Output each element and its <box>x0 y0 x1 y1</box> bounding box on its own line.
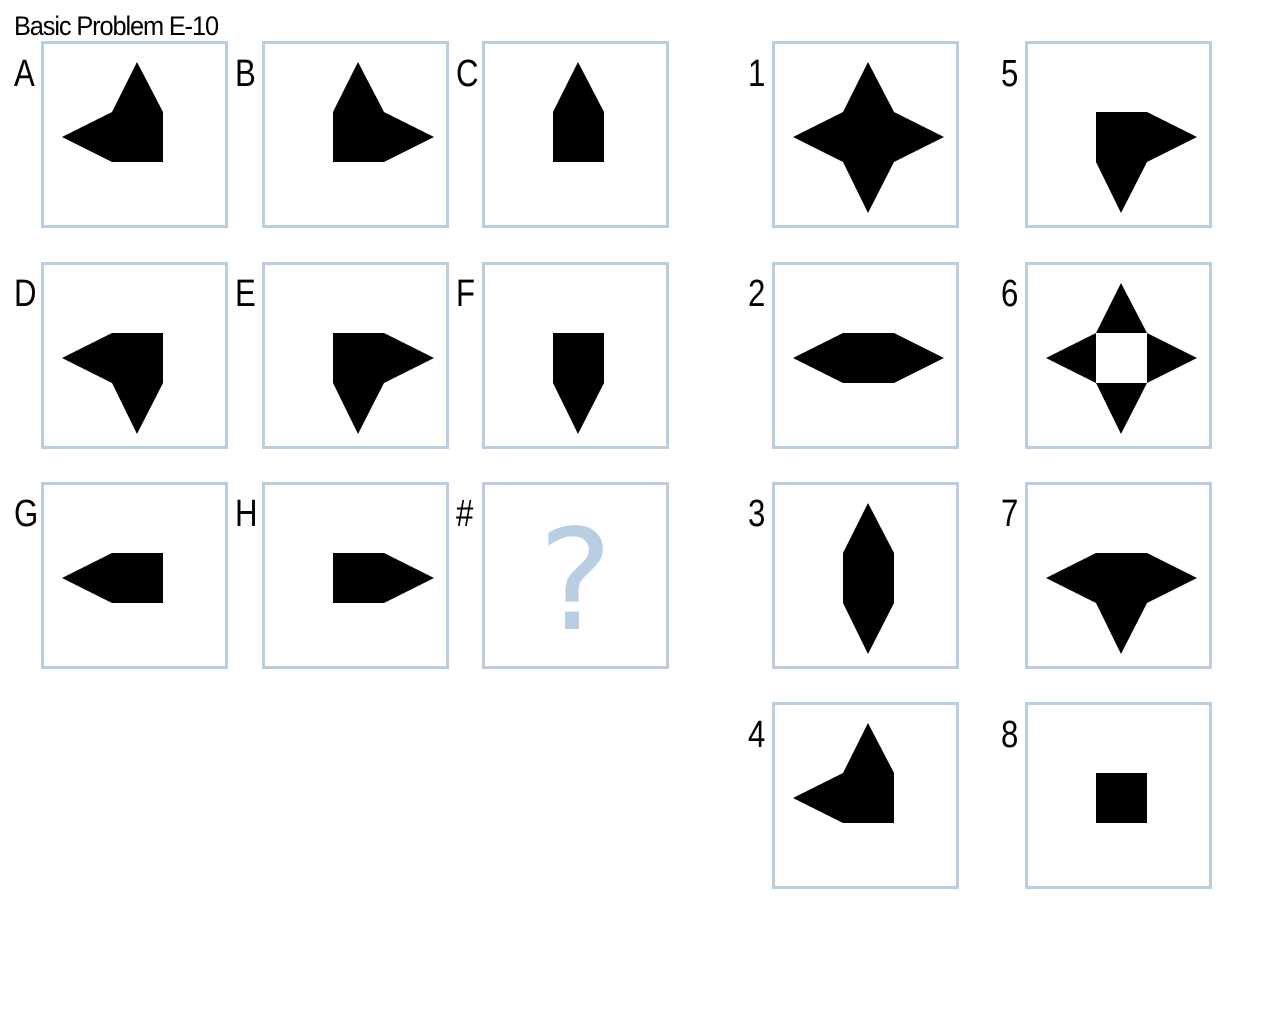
tip-down-icon <box>553 333 604 434</box>
answer-label-1: 1 <box>748 53 766 95</box>
tip-up-left-icon <box>62 62 163 162</box>
answer-label-6: 6 <box>1001 273 1019 315</box>
answer-option-3[interactable] <box>772 482 959 669</box>
matrix-cell-b[interactable] <box>262 41 449 228</box>
tip-down-left-icon <box>62 333 163 434</box>
matrix-label-a: A <box>14 53 35 95</box>
matrix-label-f: F <box>456 273 476 315</box>
tip-up-icon <box>553 62 604 162</box>
hollow-four-point-star-icon <box>1046 283 1197 434</box>
page-title: Basic Problem E-10 <box>14 11 219 41</box>
tip-down-left-right-icon <box>1046 553 1197 654</box>
tip-down-right-icon <box>333 333 434 434</box>
tip-right-icon <box>333 553 434 603</box>
answer-label-3: 3 <box>748 493 766 535</box>
tip-up-right-icon <box>333 62 434 162</box>
answer-label-7: 7 <box>1001 493 1019 535</box>
matrix-cell-missing[interactable]: ? <box>482 482 669 669</box>
matrix-cell-a[interactable] <box>41 41 228 228</box>
vertical-hexagon-icon <box>843 503 894 654</box>
answer-label-8: 8 <box>1001 714 1019 756</box>
matrix-label-h: H <box>235 493 258 535</box>
answer-option-4[interactable] <box>772 702 959 889</box>
answer-option-6[interactable] <box>1025 262 1212 449</box>
answer-label-5: 5 <box>1001 53 1019 95</box>
answer-option-1[interactable] <box>772 41 959 228</box>
matrix-cell-e[interactable] <box>262 262 449 449</box>
matrix-cell-h[interactable] <box>262 482 449 669</box>
matrix-label-missing: # <box>456 493 474 535</box>
answer-option-2[interactable] <box>772 262 959 449</box>
horizontal-hexagon-icon <box>793 333 944 383</box>
matrix-label-b: B <box>235 53 256 95</box>
tip-down-right-icon <box>1096 112 1197 213</box>
matrix-cell-c[interactable] <box>482 41 669 228</box>
answer-label-2: 2 <box>748 273 766 315</box>
matrix-cell-f[interactable] <box>482 262 669 449</box>
matrix-label-g: G <box>14 493 39 535</box>
matrix-label-c: C <box>456 53 479 95</box>
matrix-cell-d[interactable] <box>41 262 228 449</box>
square-icon <box>1096 773 1147 823</box>
answer-option-8[interactable] <box>1025 702 1212 889</box>
answer-label-4: 4 <box>748 714 766 756</box>
answer-option-7[interactable] <box>1025 482 1212 669</box>
tip-left-icon <box>62 553 163 603</box>
four-point-star-icon <box>793 62 944 213</box>
tip-up-left-icon <box>793 723 894 823</box>
matrix-label-e: E <box>235 273 256 315</box>
question-mark-icon: ? <box>538 499 613 663</box>
answer-option-5[interactable] <box>1025 41 1212 228</box>
matrix-cell-g[interactable] <box>41 482 228 669</box>
matrix-label-d: D <box>14 273 37 315</box>
